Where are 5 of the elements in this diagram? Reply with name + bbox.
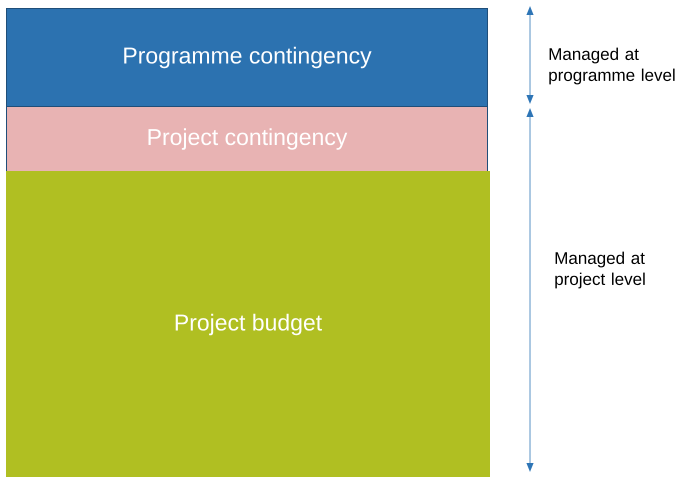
budget-block: Project contingency bbox=[6, 106, 488, 172]
side-label: Managed at programme level bbox=[549, 48, 675, 84]
budget-block: Project budget bbox=[6, 171, 490, 477]
side-label: Managed at project level bbox=[555, 252, 645, 288]
budget-block: Programme contingency bbox=[6, 8, 488, 107]
